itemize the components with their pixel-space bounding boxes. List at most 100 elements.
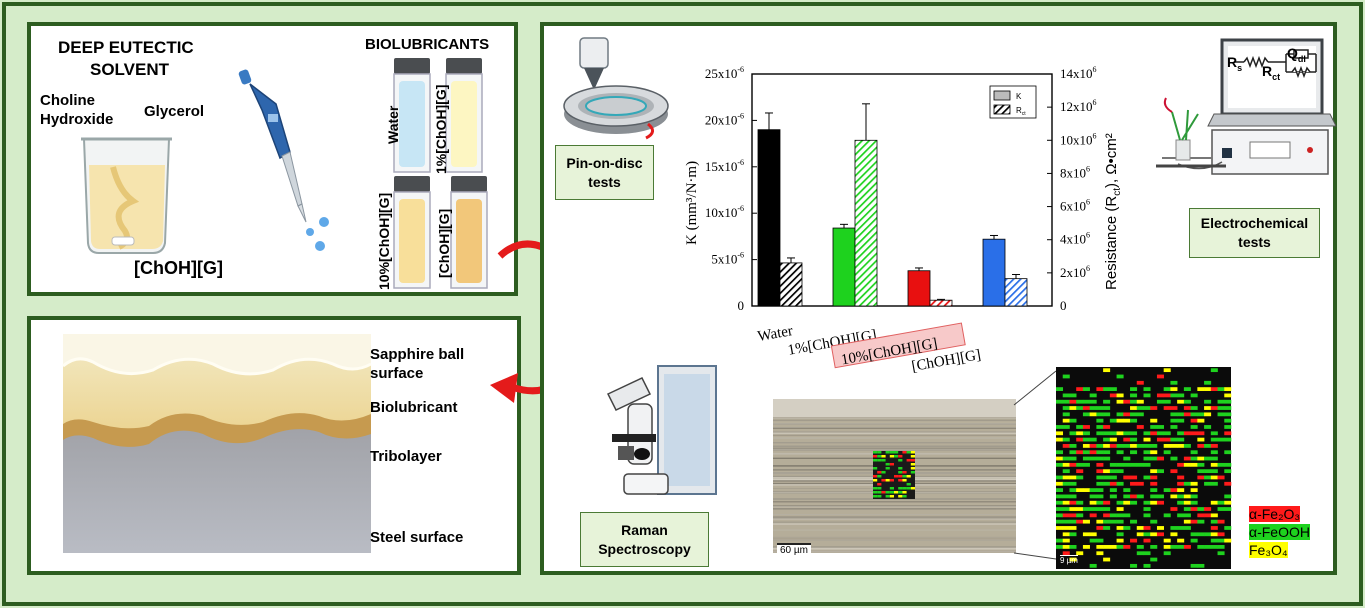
- optical-inset-pixel: [877, 459, 882, 462]
- raman-pixel: [1082, 387, 1090, 391]
- raman-pixel: [1109, 545, 1117, 549]
- choline-line2: Hydroxide: [40, 111, 114, 128]
- raman-pixel: [1109, 437, 1117, 442]
- optical-inset-pixel: [894, 491, 899, 494]
- raman-pixel: [1177, 545, 1185, 549]
- raman-pixel: [1204, 507, 1212, 511]
- raman-pixel: [1197, 431, 1205, 436]
- raman-pixel: [1062, 538, 1070, 543]
- raman-pixel: [1056, 475, 1064, 480]
- choline-line1: Choline: [40, 92, 95, 109]
- raman-pixel: [1056, 425, 1064, 429]
- raman-pixel: [1082, 462, 1090, 467]
- raman-pixel: [1103, 507, 1111, 511]
- raman-pixel: [1190, 425, 1198, 429]
- label-biolubricant: Biolubricant: [370, 399, 458, 416]
- raman-pixel: [1082, 456, 1090, 461]
- raman-pixel: [1116, 532, 1124, 537]
- raman-pixel: [1116, 545, 1124, 549]
- raman-pixel: [1190, 519, 1198, 524]
- raman-pixel: [1062, 462, 1070, 467]
- raman-pixel: [1210, 526, 1218, 530]
- vial-label-water: Water: [385, 105, 401, 144]
- raman-pixel: [1096, 519, 1104, 524]
- raman-pixel: [1217, 475, 1225, 480]
- raman-pixel: [1109, 494, 1117, 499]
- raman-pixel: [1082, 545, 1090, 549]
- optical-inset-pixel: [889, 455, 894, 458]
- raman-pixel: [1076, 500, 1084, 505]
- raman-pixel: [1130, 406, 1138, 410]
- raman-pixel: [1109, 519, 1117, 524]
- raman-pixel: [1210, 406, 1218, 410]
- raman-pixel: [1224, 393, 1232, 398]
- right-axis-label: Resistance (Rct), Ω•cm²: [1103, 133, 1123, 290]
- raman-pixel: [1082, 399, 1090, 404]
- raman-pixel: [1096, 488, 1104, 492]
- raman-pixel: [1204, 399, 1212, 404]
- optical-inset-pixel: [877, 495, 882, 498]
- raman-pixel: [1089, 513, 1097, 518]
- raman-pixel: [1143, 431, 1151, 436]
- raman-pixel: [1103, 450, 1111, 455]
- raman-pixel: [1197, 412, 1205, 417]
- raman-pixel: [1156, 456, 1164, 461]
- scale-bar-right-text: 9 µm: [1060, 556, 1078, 565]
- raman-pixel: [1156, 393, 1164, 398]
- optical-inset-pixel: [889, 463, 894, 466]
- plot-frame: [751, 73, 1053, 307]
- circuit-qdl-main: Q: [1287, 45, 1298, 61]
- raman-pixel: [1190, 532, 1198, 537]
- right-tick-label: 0: [1060, 298, 1067, 313]
- raman-pixel: [1089, 532, 1097, 537]
- raman-pixel: [1136, 425, 1144, 429]
- raman-pixel: [1190, 462, 1198, 467]
- raman-pixel: [1123, 399, 1131, 404]
- raman-pixel: [1170, 437, 1178, 442]
- raman-pixel: [1143, 475, 1151, 480]
- raman-pixel: [1076, 387, 1084, 391]
- raman-pixel: [1109, 469, 1117, 474]
- optical-inset-pixel: [889, 491, 894, 494]
- raman-pixel: [1150, 469, 1158, 474]
- raman-pixel: [1096, 444, 1104, 448]
- raman-pixel: [1116, 462, 1124, 467]
- optical-inset-pixel: [902, 451, 907, 454]
- optical-inset-pixel: [902, 487, 907, 490]
- raman-pixel: [1130, 475, 1138, 480]
- raman-pixel: [1177, 437, 1185, 442]
- optical-inset-pixel: [898, 487, 903, 490]
- raman-pixel: [1136, 412, 1144, 417]
- raman-pixel: [1123, 431, 1131, 436]
- raman-pixel: [1143, 532, 1151, 537]
- raman-pixel: [1103, 526, 1111, 530]
- raman-pixel: [1130, 444, 1138, 448]
- raman-pixel: [1082, 532, 1090, 537]
- raman-pixel: [1116, 399, 1124, 404]
- raman-pixel: [1150, 450, 1158, 455]
- raman-pixel: [1177, 418, 1185, 423]
- raman-pixel: [1163, 393, 1171, 398]
- raman-pixel: [1150, 418, 1158, 423]
- raman-pixel: [1156, 425, 1164, 429]
- circuit-rct-main: R: [1262, 63, 1273, 79]
- raman-pixel: [1096, 431, 1104, 436]
- right-tick-label: 2x106: [1060, 264, 1090, 280]
- raman-pixel: [1224, 526, 1232, 530]
- zoom-lines: [1013, 370, 1057, 560]
- optical-inset-pixel: [906, 475, 911, 478]
- raman-pixel: [1190, 500, 1198, 505]
- raman-pixel: [1082, 450, 1090, 455]
- optical-inset-pixel: [894, 455, 899, 458]
- raman-pixel: [1210, 368, 1218, 373]
- raman-pixel: [1116, 469, 1124, 474]
- raman-pixel: [1076, 469, 1084, 474]
- raman-pixel: [1177, 538, 1185, 543]
- raman-pixel: [1183, 526, 1191, 530]
- raman-pixel: [1217, 462, 1225, 467]
- raman-pixel: [1204, 444, 1212, 448]
- optical-inset-pixel: [902, 471, 907, 474]
- left-tick-label: 15x10-6: [705, 158, 744, 174]
- raman-pixel: [1224, 399, 1232, 404]
- raman-legend-3: Fe₃O₄: [1249, 542, 1288, 558]
